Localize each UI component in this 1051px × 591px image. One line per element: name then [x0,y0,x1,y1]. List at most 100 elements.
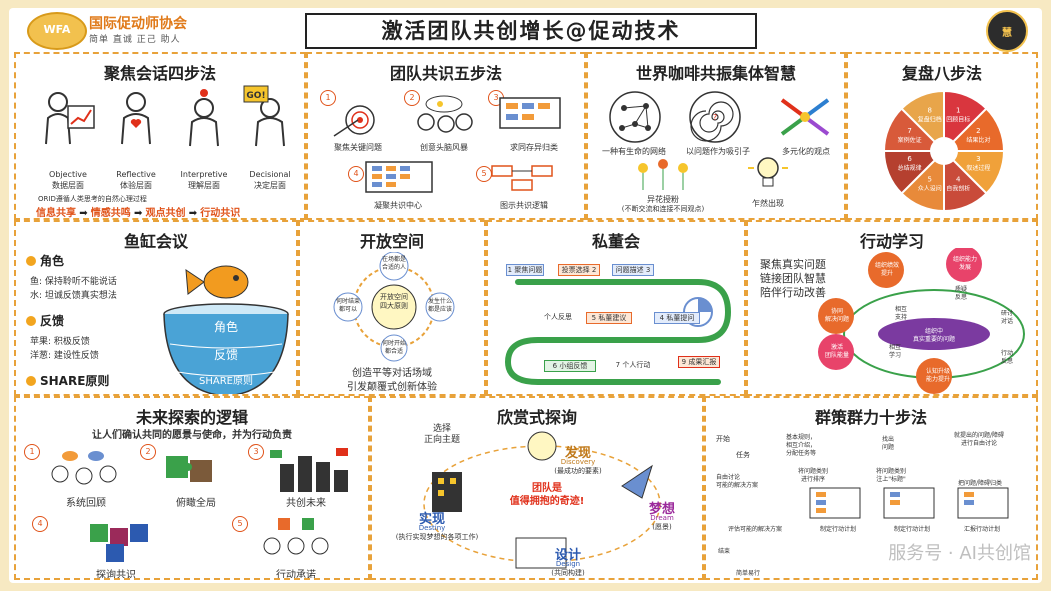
logo-text: WFA [43,23,71,36]
board-step-3: 问题描述 3 [612,264,654,276]
action-learning-diagram [814,246,1036,394]
panel-title: 复盘八步法 [901,64,982,83]
ai-dream-cn: 梦想 [648,502,675,517]
workout-task: 任务 [736,451,750,459]
watermark: 服务号 · AI共创馆 [888,543,1031,564]
panel-title: 欣赏式探询 [496,408,577,427]
figure-decisional: GO! [238,84,302,148]
wfa-logo: WFA [27,12,87,50]
review-segment-8 [900,89,945,154]
step-num: 2 [140,444,156,460]
seal-text: 慧 [1002,28,1012,39]
future-step-3: 共创未来 [286,498,326,509]
consensus-step-1: 聚焦关键问题 [334,143,382,152]
flow-arrow-icon: ➡ [188,208,198,219]
workout-evaluate: 评估可能的解决方案 [728,526,783,533]
ai-discovery-desc: (最成功的要素) [554,467,602,475]
figure-interpretive [174,88,234,148]
panel-title: 鱼缸会议 [123,232,188,251]
ai-destiny-desc: (执行实现梦想的各项工作) [395,533,479,541]
action-node-1: 组织绩效 提升 [874,262,899,277]
cafe-item-6: 乍然出现 [752,199,784,208]
open-space-line-1: 创造平等对话场域 [352,368,432,379]
future-step-4: 探询共识 [96,570,136,580]
target-icon [330,98,390,138]
workout-plan-1: 制定行动计划 [820,526,857,533]
consensus-step-4: 凝聚共识中心 [374,201,422,210]
fishbowl-illustration [156,252,296,394]
workout-solutions: 自由讨论 可能的解决方案 [716,474,759,489]
share-heading: SHARE原则 [26,372,109,389]
step-interpretive-cn: 理解层面 [188,181,220,190]
workout-simple: 简单易行 [736,570,761,577]
role-heading: 角色 [26,252,64,269]
step-decisional-en: Decisional [249,170,291,179]
action-line-2: 链接团队智慧 [760,272,826,285]
future-step-2: 俯瞰全局 [176,498,216,509]
review-segment-number: 6 [907,155,912,163]
workout-start: 开始 [716,435,730,443]
step-num: 1 [24,444,40,460]
workout-boards [806,486,1026,522]
feedback-onion: 洋葱: 建设性反馈 [30,351,99,361]
ai-select: 选择 正向主题 [423,424,460,445]
action-small-3: 质疑 反思 [954,286,967,301]
cafe-item-4: 异花授粉 [647,195,679,204]
workout-rules: 基本规则， 相互介绍， 分配任务等 [786,434,817,457]
board-icon [496,94,572,140]
panel-private-board: 私董会 1 聚焦问题 投票选择 2 问题描述 3 4 私董提问 5 私董建议 个… [486,220,746,396]
bowl-layer-share: SHARE原则 [199,376,253,387]
ai-design-cn: 设计 [554,548,581,563]
review-segment-label: 叙述过程 [966,164,990,172]
grid-board-icon [364,160,434,194]
flow-1: 信息共享 [36,208,76,219]
review-segment-number: 4 [956,175,961,183]
action-node-5: 认知升级 能力提升 [925,368,950,383]
ai-discovery-cn: 发现 [564,446,591,461]
lightbulb-icon [738,154,798,194]
workout-rank: 将问题类别 进行排序 [798,468,829,483]
panel-open-space: 开放空间 开放空间 四大原则 在场都是 合适的人 发生什么 都是应该 何时开始 … [298,220,486,396]
review-segment-label: 总结规律 [898,164,922,172]
flowers-icon [628,156,698,192]
action-node-4: 激活 团队能量 [824,344,849,359]
future-step-1: 系统回顾 [66,498,106,509]
step-num: 1 [320,90,336,106]
review-segment-label: 回顾目标 [946,116,970,124]
future-subtitle: 让人们确认共同的愿景与使命，并为行动负责 [92,430,292,441]
ai-center: 团队是 值得拥抱的奇迹! [509,483,585,507]
step-objective-cn: 数据层面 [52,181,84,190]
feedback-heading: 反馈 [26,312,64,329]
building-icon [260,444,360,494]
consensus-step-5: 图示共识逻辑 [500,201,548,210]
board-step-8: 个人反思 [544,313,572,321]
figure-reflective [106,88,166,148]
review-segment-label: 自我剖析 [946,184,970,192]
workout-plan-2: 制定行动计划 [894,526,931,533]
ai-dream-desc: (愿景) [652,523,672,531]
org-tagline: 简单 直诚 正己 助人 [89,35,181,45]
panel-world-cafe: 世界咖啡共振集体智慧 ? 一种有生命的网络 以问题作为吸引子 多元化的观点 异花… [586,52,846,220]
ai-dream-en: Dream [650,514,674,522]
cafe-item-3: 多元化的观点 [782,147,830,156]
principle-4: 何时结束 都可以 [335,298,360,313]
workout-report: 汇报行动计划 [964,526,1001,533]
share-heading-text: SHARE原则 [40,374,110,388]
principle-1: 在场都是 合适的人 [381,256,406,271]
board-step-4: 4 私董提问 [654,312,700,324]
action-line-3: 陪伴行动改善 [760,286,826,299]
seal-logo: 慧 [986,10,1028,52]
open-space-diagram [324,251,464,362]
panel-title: 未来探索的逻辑 [135,408,248,427]
diverse-arrows-icon [778,90,832,144]
workout-find: 找出 问题 [882,436,895,451]
workout-label: 将问题类别 注上"标题" [876,468,907,483]
role-water: 水: 坦诚反馈真实想法 [30,291,117,301]
bowl-layer-feedback: 反馈 [213,348,238,362]
action-small-2: 研讨 对话 [1000,310,1013,325]
header: WFA 国际促动师协会 简单 直诚 正己 助人 激活团队共创增长@促动技术 慧 [9,8,1042,52]
review-wheel-hub [930,137,958,165]
feedback-apple: 苹果: 积极反馈 [30,337,90,347]
